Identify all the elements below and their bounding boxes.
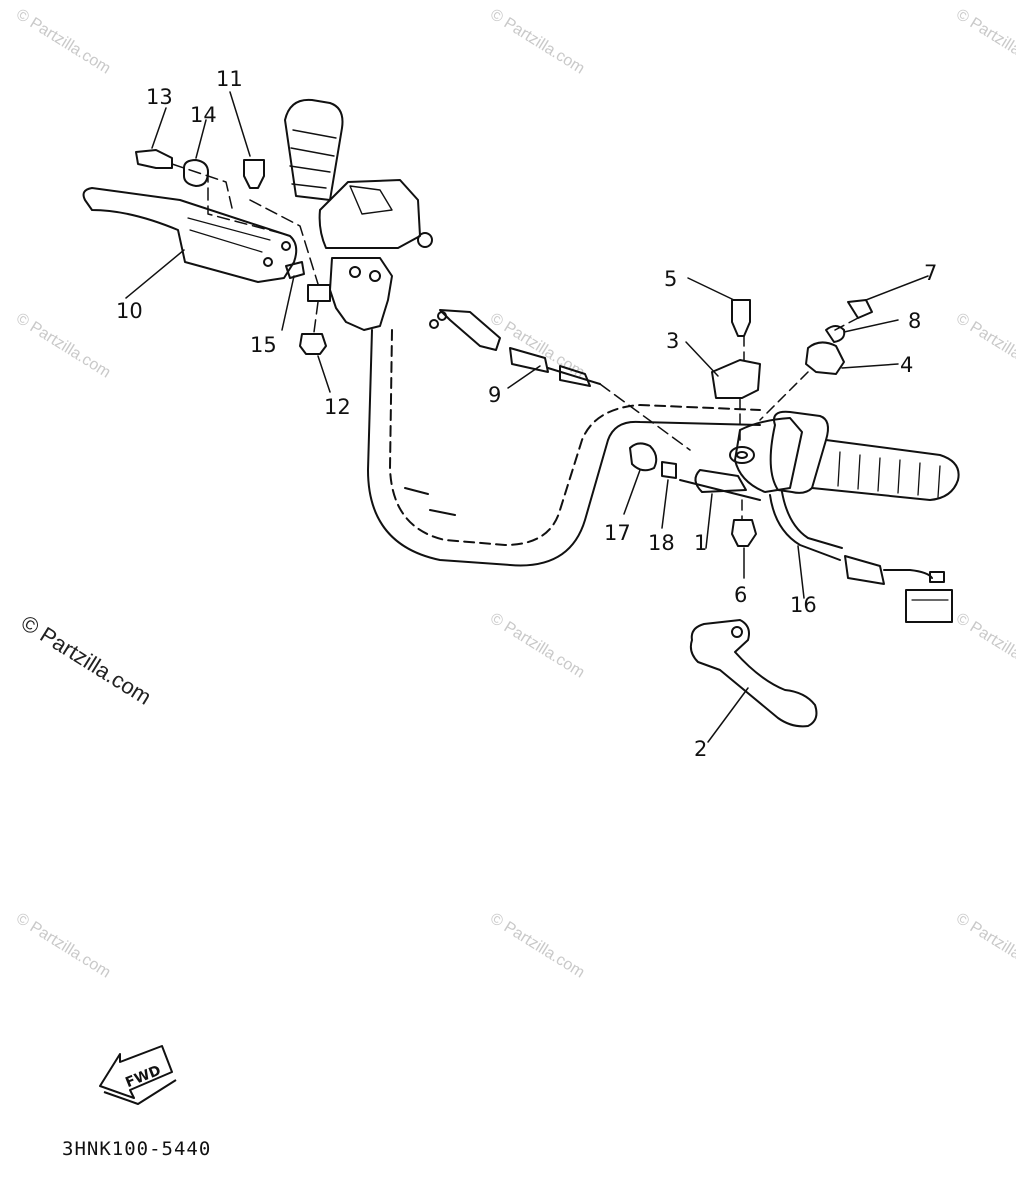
left-grip: [284, 98, 433, 249]
callout-10: 10: [116, 299, 143, 323]
callout-11: 11: [216, 67, 243, 91]
fwd-label: FWD: [123, 1063, 163, 1092]
callout-15: 15: [250, 333, 277, 357]
callout-3: 3: [666, 329, 679, 353]
throttle-housing: [679, 417, 803, 501]
leader-lines: [739, 317, 859, 521]
callout-labels: 1 2 3 4 5 6 7 8 9 10 11 12 13 14 15 16 1…: [116, 67, 937, 761]
left-lever-bracket: [307, 257, 393, 331]
cable-adjuster: [429, 309, 691, 451]
callout-2: 2: [694, 737, 707, 761]
callout-5: 5: [664, 267, 677, 291]
assembly-lines-left: [171, 163, 319, 333]
callout-14: 14: [190, 103, 217, 127]
throttle-cable: [769, 491, 953, 623]
diagram-part-code: 3HNK100-5440: [62, 1138, 212, 1160]
fwd-arrow-icon: [99, 1045, 177, 1105]
handlebar: [367, 329, 761, 567]
callout-8: 8: [908, 309, 921, 333]
callout-6: 6: [734, 583, 747, 607]
left-brake-lever: [82, 187, 298, 283]
callout-leaders: [125, 91, 929, 743]
left-hardware: [135, 149, 327, 355]
callout-7: 7: [924, 261, 937, 285]
switch-clamp-parts: [711, 299, 873, 547]
callout-17: 17: [604, 521, 631, 545]
right-clutch-lever: [689, 619, 818, 728]
right-grip: [769, 410, 960, 501]
callout-12: 12: [324, 395, 351, 419]
callout-16: 16: [790, 593, 817, 617]
callout-1: 1: [694, 531, 707, 555]
callout-13: 13: [146, 85, 173, 109]
callout-18: 18: [648, 531, 675, 555]
small-clips: [629, 442, 677, 479]
callout-9: 9: [488, 383, 501, 407]
callout-4: 4: [900, 353, 913, 377]
